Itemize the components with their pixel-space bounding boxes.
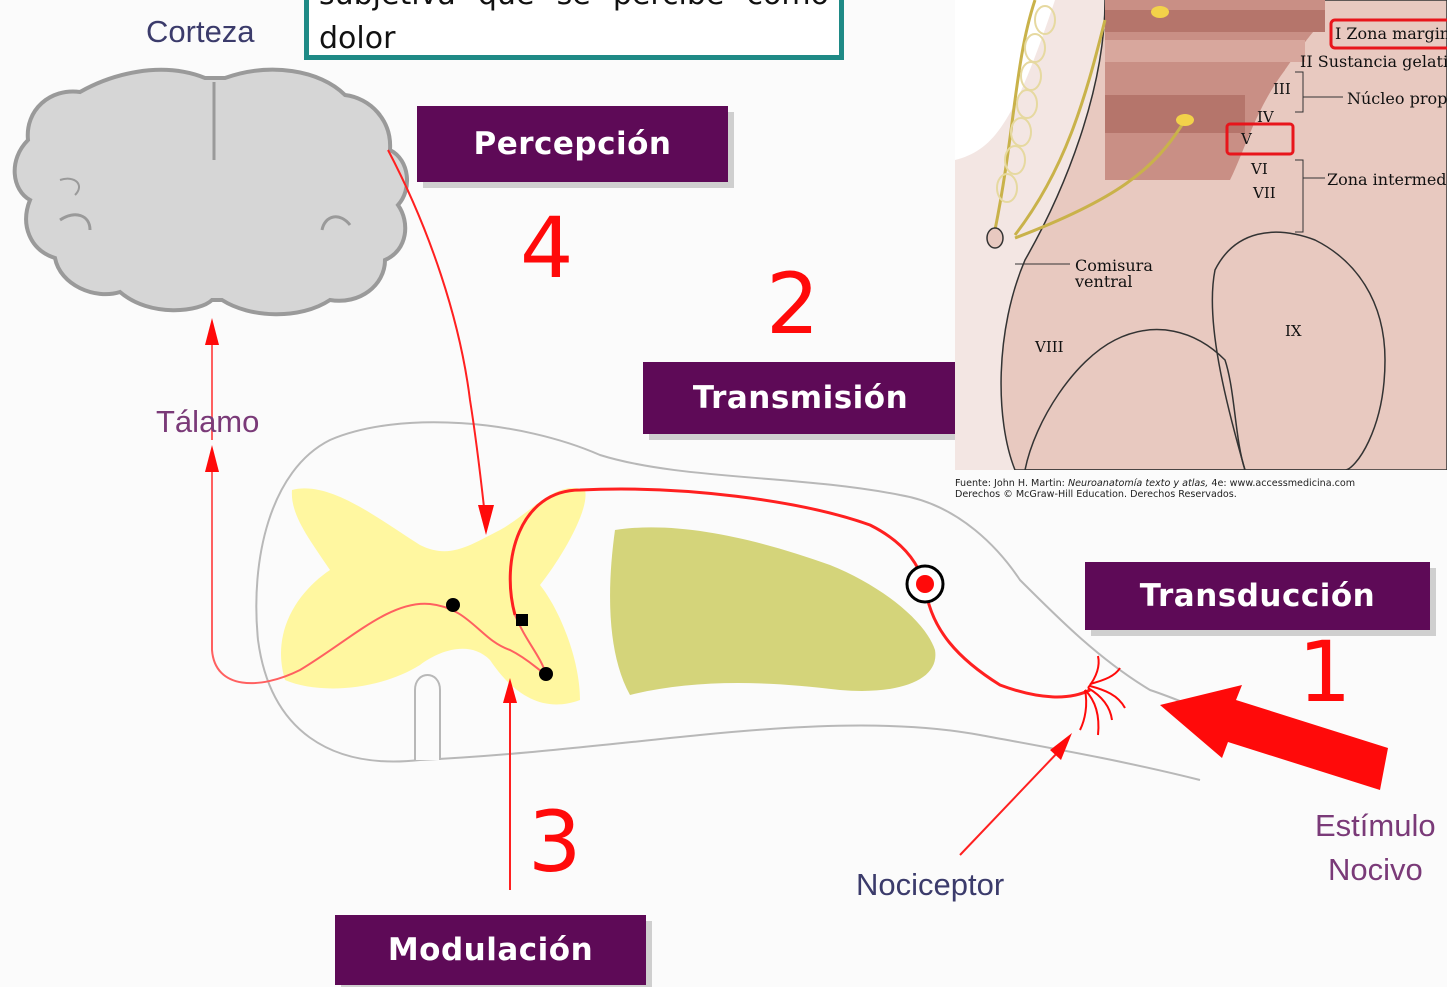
definition-line-1: subjetiva que se percibe como	[319, 0, 829, 12]
perception-number: 4	[520, 206, 573, 290]
cortex-label: Corteza	[146, 14, 255, 50]
laminae-inset: I Zona marginal II Sustancia gelatinosa …	[955, 0, 1447, 470]
zone-label: II Sustancia gelatinosa	[1300, 52, 1447, 71]
transmission-label: Transmisión	[693, 380, 908, 416]
transduction-number: 1	[1298, 630, 1351, 714]
nociceptor-label: Nociceptor	[856, 867, 1004, 903]
modulation-number: 3	[528, 800, 581, 884]
commissure-label-2: ventral	[1075, 272, 1133, 291]
credit-suffix: 4e: www.accessmedicina.com	[1208, 478, 1355, 489]
lamina-label: IX	[1285, 322, 1302, 340]
lamina-label: V	[1241, 130, 1252, 148]
definition-word: percibe	[613, 0, 725, 12]
zone-label: I Zona marginal	[1335, 24, 1447, 43]
zone-label: Zona intermedia	[1327, 170, 1447, 189]
transmission-number: 2	[766, 262, 819, 346]
stimulus-label-line-2: Nocivo	[1328, 852, 1423, 888]
definition-word: que	[478, 0, 535, 12]
definition-word: como	[747, 0, 829, 12]
stimulus-arrow	[1160, 685, 1388, 790]
lamina-label: III	[1273, 80, 1291, 98]
white-matter-tract	[610, 527, 935, 695]
definition-word: subjetiva	[319, 0, 456, 12]
credit-prefix: Fuente: John H. Martin:	[955, 478, 1068, 489]
lamina-label: IV	[1257, 108, 1274, 126]
stimulus-label-line-1: Estímulo	[1315, 808, 1447, 844]
transduction-stage-box: Transducción	[1085, 562, 1430, 630]
transmission-stage-box: Transmisión	[643, 362, 958, 434]
thalamus-label: Tálamo	[156, 404, 259, 440]
credit-title: Neuroanatomía texto y atlas,	[1068, 478, 1208, 489]
credit-rights: Derechos © McGraw-Hill Education. Derech…	[955, 489, 1447, 500]
definition-word: se	[557, 0, 591, 12]
definition-box: subjetiva que se percibe como dolor	[304, 0, 844, 60]
brain-coronal-section	[15, 70, 407, 315]
definition-line-2: dolor	[319, 21, 395, 56]
modulation-stage-box: Modulación	[335, 915, 646, 985]
modulation-label: Modulación	[388, 932, 593, 968]
transduction-label: Transducción	[1140, 578, 1375, 614]
lamina-label: VII	[1253, 184, 1276, 202]
source-credit: Fuente: John H. Martin: Neuroanatomía te…	[955, 478, 1447, 500]
lamina-label: VIII	[1035, 338, 1064, 356]
lamina-label: VI	[1251, 160, 1268, 178]
perception-stage-box: Percepción	[417, 106, 728, 182]
perception-label: Percepción	[474, 126, 672, 162]
zone-label: Núcleo propio	[1347, 89, 1447, 108]
